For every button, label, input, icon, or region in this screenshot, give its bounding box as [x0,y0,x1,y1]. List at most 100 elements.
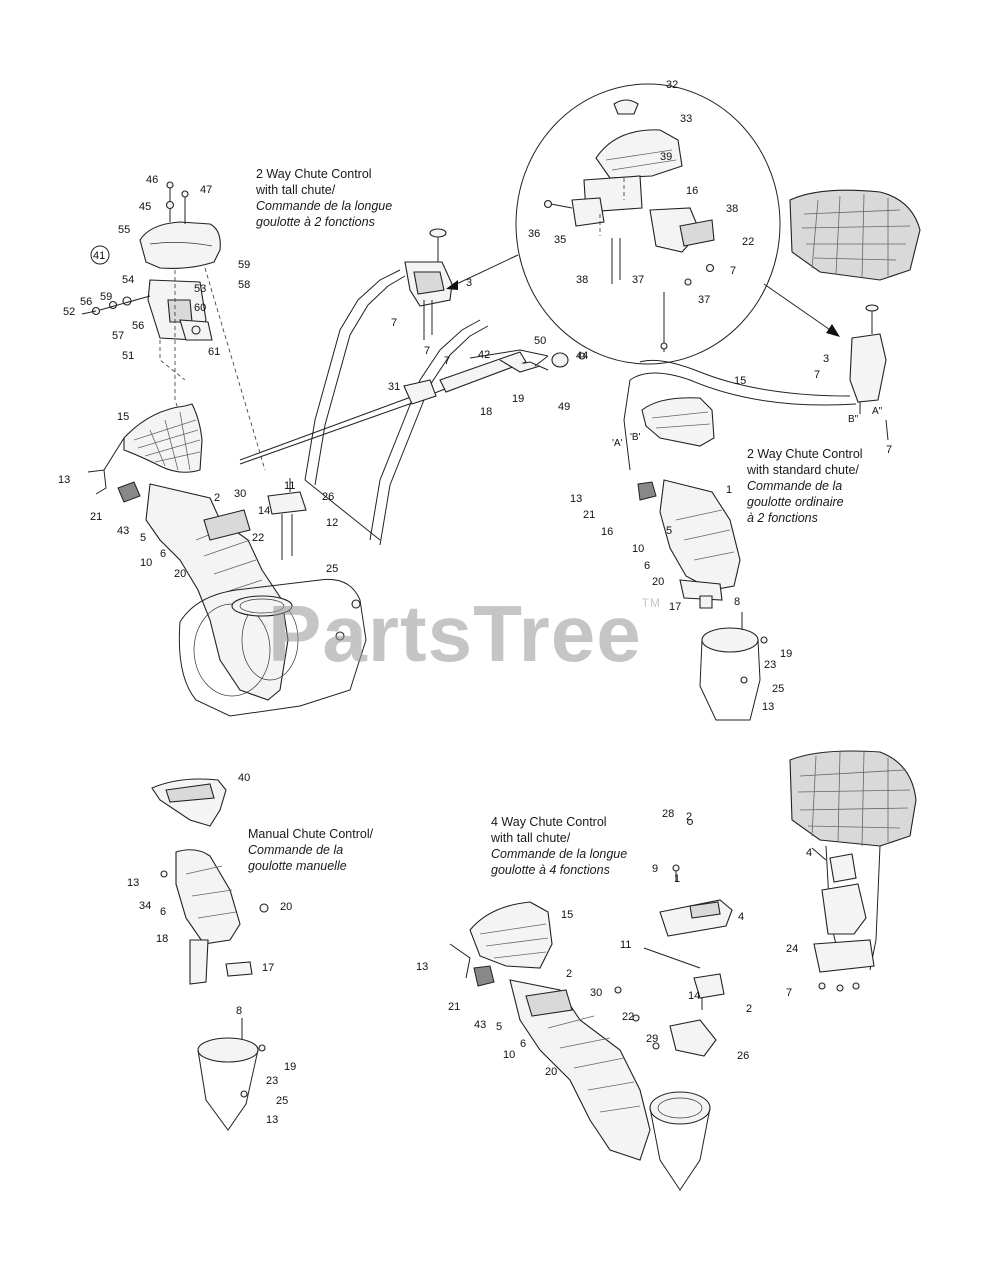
leader-arrows [446,254,840,337]
part-label: 57 [112,330,124,342]
part-label: 53 [194,283,206,295]
part-label: 19 [780,648,792,660]
part-label: 22 [622,1011,634,1023]
part-label: 20 [280,901,292,913]
caption-line: 2 Way Chute Control [747,447,863,461]
part-label: 38 [576,274,588,286]
part-label: 23 [266,1075,278,1087]
part-labels: 46 47 45 55 41 59 58 54 59 53 56 52 60 5… [58,79,892,1126]
part-label: 8 [734,596,740,608]
part-label: 13 [570,493,582,505]
callout-circle [90,245,110,265]
part-label: 15 [561,909,573,921]
part-label: 3 [823,353,829,365]
part-label: 2 [746,1003,752,1015]
part-label: 17 [669,601,681,613]
part-label: 30 [590,987,602,999]
part-label: 6 [160,548,166,560]
part-label: 33 [680,113,692,125]
part-label: 1 [674,873,680,885]
part-label: 50 [534,335,546,347]
part-label: 5 [496,1021,502,1033]
part-label: 10 [632,543,644,555]
part-label: 22 [252,532,264,544]
part-label: 7 [814,369,820,381]
part-label: 20 [545,1066,557,1078]
part-label: 3 [466,277,472,289]
part-label: 13 [58,474,70,486]
part-label: 42 [478,349,490,361]
part-label: 18 [480,406,492,418]
part-label: 7 [424,345,430,357]
part-label: 51 [122,350,134,362]
ref-letter: 'A' [612,438,623,449]
part-label: 14 [258,505,270,517]
part-label: 8 [236,1005,242,1017]
caption-two-way-standard: 2 Way Chute Control with standard chute/… [747,446,863,526]
caption-manual: Manual Chute Control/ Commande de la gou… [248,826,373,874]
part-label: 26 [737,1050,749,1062]
part-label: 25 [772,683,784,695]
caption-line: with tall chute/ [491,831,571,845]
part-label: 2 [686,811,692,823]
part-label: 29 [646,1033,658,1045]
part-label: 7 [786,987,792,999]
part-label: 28 [662,808,674,820]
part-label: 13 [127,877,139,889]
part-label: 18 [156,933,168,945]
caption-line: à 2 fonctions [747,511,818,525]
part-label: 40 [238,772,250,784]
caption-two-way-tall: 2 Way Chute Control with tall chute/ Com… [256,166,392,230]
part-label: 43 [117,525,129,537]
part-label: 10 [140,557,152,569]
part-label: 45 [139,201,151,213]
part-label: 34 [139,900,151,912]
part-label: 13 [266,1114,278,1126]
part-label: 43 [474,1019,486,1031]
part-label: 6 [644,560,650,572]
caption-line: goulotte ordinaire [747,495,844,509]
caption-line: Manual Chute Control/ [248,827,374,841]
part-label: 52 [63,306,75,318]
part-label: 7 [886,444,892,456]
caption-line: Commande de la longue [491,847,628,861]
ref-letter: B" [848,414,859,425]
four-way-chute-assembly [449,818,733,1191]
part-label: 7 [391,317,397,329]
caption-line: 2 Way Chute Control [256,167,372,181]
part-label: 1 [726,484,732,496]
part-label: 26 [322,491,334,503]
part-label: 11 [620,939,631,951]
part-label: 20 [652,576,664,588]
watermark-tm: TM [641,596,662,610]
part-label: 61 [208,346,220,358]
part-label: 5 [666,525,672,537]
manual-chute-assembly [151,778,269,1131]
part-label: 37 [698,294,710,306]
watermark-logo: PartsTreeTM [268,588,661,680]
part-label: 49 [558,401,570,413]
part-label: 46 [146,174,158,186]
part-label: 39 [660,151,672,163]
part-label: 15 [117,411,129,423]
part-label: 20 [174,568,186,580]
part-label: 59 [238,259,250,271]
part-label: 10 [503,1049,515,1061]
part-label: 58 [238,279,250,291]
part-label: 25 [326,563,338,575]
caption-line: Commande de la [248,843,344,857]
part-label: 6 [160,906,166,918]
part-label: 7 [730,265,736,277]
part-label: 56 [132,320,144,332]
caption-four-way-tall: 4 Way Chute Control with tall chute/ Com… [491,814,627,878]
part-label: 21 [90,511,102,523]
watermark-text: PartsTree [268,589,642,678]
part-label: 16 [601,526,613,538]
part-label: 17 [262,962,274,974]
part-label: 12 [326,517,338,529]
caption-line: goulotte à 2 fonctions [256,215,375,229]
caption-line: goulotte à 4 fonctions [491,863,610,877]
ref-letter: A" [872,406,883,417]
part-label: 21 [448,1001,460,1013]
